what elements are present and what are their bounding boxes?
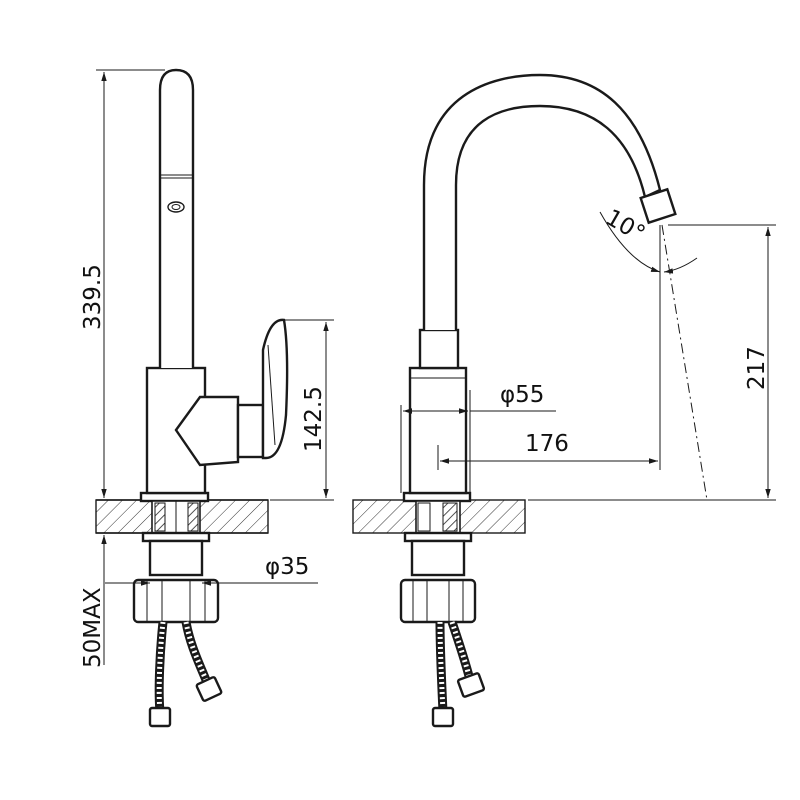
side-view [95,68,289,728]
spray-angle-label: 10° [601,205,649,248]
counter-thickness-label: 50MAX [80,587,106,668]
handle-height-label: 142.5 [301,386,327,452]
spout-height-label: 217 [744,346,770,390]
shank-diameter-label: φ35 [265,554,309,580]
front-view [352,73,677,728]
reach-label: 176 [525,431,569,457]
side-view-dimensions: 339.5 142.5 50MAX φ35 [80,69,334,668]
base-diameter-label: φ55 [500,382,544,408]
total-height-label: 339.5 [80,264,106,330]
